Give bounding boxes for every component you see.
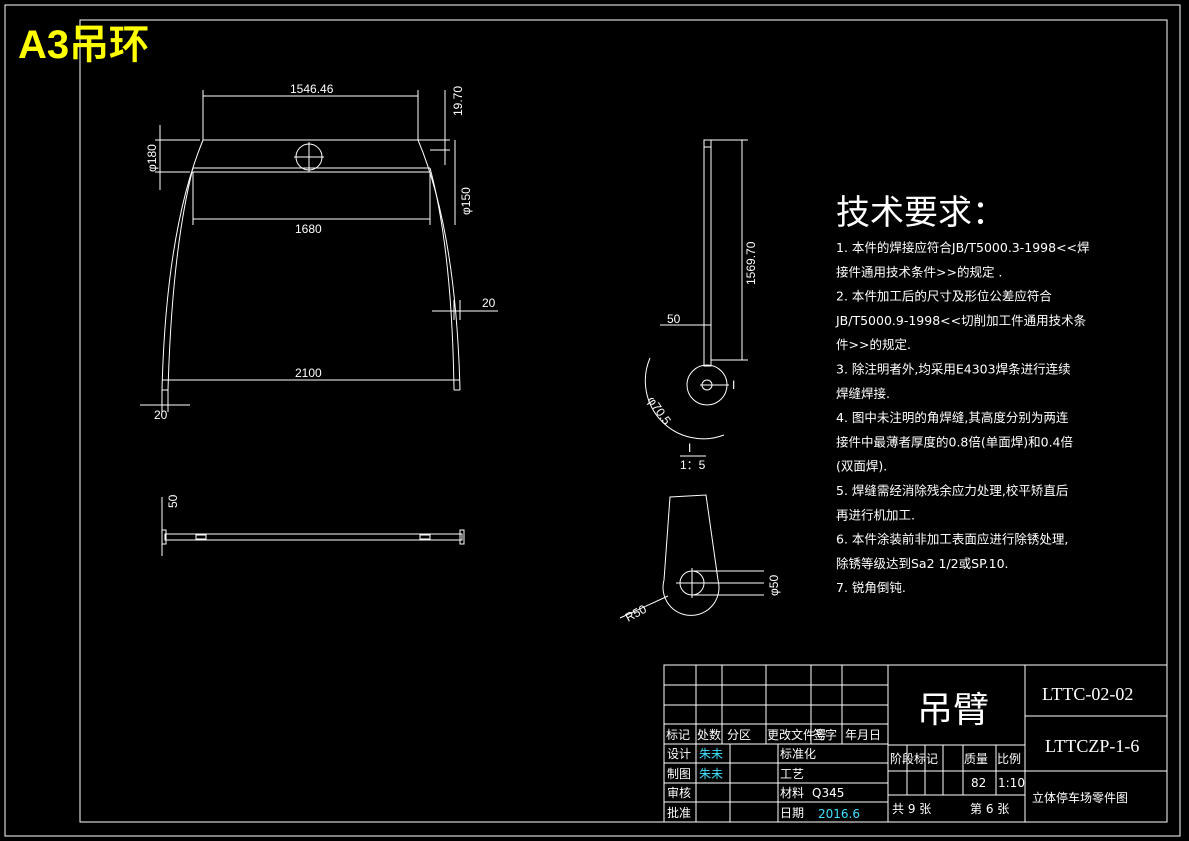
stage-label: 阶段标记 [890,751,938,766]
draw-name: 朱未 [699,767,723,781]
note-line: 再进行机加工. [836,507,915,522]
scale-value: 1:10 [998,776,1025,790]
drawing-number: LTTC-02-02 [1042,684,1133,704]
mass-value: 82 [971,776,986,790]
note-line: 除锈等级达到Sa2 1/2或SP.10. [836,556,1009,571]
dim-phi180: φ180 [145,144,159,172]
top-view [161,497,465,556]
detail-callout: I [732,378,735,392]
detail-scale: 1：5 [680,458,706,472]
note-line: 7. 锐角倒钝. [836,580,906,595]
dim-1546: 1546.46 [290,82,334,96]
dim-20-bottom: 20 [154,408,168,422]
mass-label: 质量 [964,752,988,766]
left-leg-inner [167,167,194,391]
material-value: Q345 [812,786,844,800]
dim-top-50: 50 [166,494,180,508]
part-name: 吊臂 [917,690,989,731]
note-line: 3. 除注明者外,均采用E4303焊条进行连续 [836,362,1071,377]
note-line: 焊缝焊接. [836,386,890,401]
draw-label: 制图 [667,767,691,781]
design-name: 朱未 [699,747,723,761]
side-view-dims: 1569.70 50 φ70.5 I [645,241,758,427]
dim-phi50: φ50 [767,575,781,596]
note-line: 2. 本件加工后的尺寸及形位公差应符合 [836,289,1052,304]
title-block [663,664,1168,823]
dim-20-right: 20 [482,296,496,310]
revision-header-cell: 年月日 [845,728,881,742]
notes-list: 1. 本件的焊接应符合JB/T5000.3-1998<<焊接件通用技术条件>>的… [835,240,1090,595]
side-view [644,139,748,440]
dim-2100: 2100 [295,366,322,380]
scale-label: 比例 [997,752,1021,766]
frame-border [79,19,1168,823]
note-line: 5. 焊缝需经消除残余应力处理,校平矫直后 [836,483,1068,498]
sheet-number: 第 6 张 [970,802,1009,816]
detail-view-dims: I 1：5 φ50 R50 [623,441,781,625]
front-view-dims: 1546.46 19.70 φ180 φ150 1680 20 2100 20 [145,82,496,422]
dim-19-70: 19.70 [451,86,465,116]
dim-side-50: 50 [667,312,681,326]
dim-r50: R50 [623,602,649,625]
dim-phi150: φ150 [459,187,473,215]
detail-view [619,455,764,619]
standardize-label: 标准化 [780,747,816,761]
dim-1680: 1680 [295,222,322,236]
approve-label: 批准 [667,805,691,820]
revision-header-cell: 标记 [666,728,690,742]
revision-header-cell: 签字 [813,727,837,742]
design-label: 设计 [667,747,691,761]
title-block-text: 吊臂 LTTC-02-02 LTTCZP-1-6 立体停车场零件图 标记处数分区… [666,684,1139,821]
front-view [140,90,498,412]
revision-header-cell: 分区 [727,728,751,742]
project-number: LTTCZP-1-6 [1045,736,1139,756]
sheet-label: A3吊环 [18,23,149,67]
note-line: 件>>的规定. [836,337,911,352]
note-line: JB/T5000.9-1998<<切削加工件通用技术条 [835,313,1087,328]
notes-title: 技术要求： [836,193,1006,233]
detail-label: I [688,441,691,455]
right-leg-outer [417,139,461,391]
outer-border [4,4,1181,837]
dim-1569: 1569.70 [744,241,758,285]
total-sheets: 共 9 张 [892,802,931,816]
date-label: 日期 [780,806,804,820]
process-label: 工艺 [780,767,804,781]
note-line: 接件通用技术条件>>的规定 . [836,264,1002,279]
revision-header-cell: 处数 [697,727,721,742]
note-line: 4. 图中未注明的角焊缝,其高度分别为两连 [836,410,1069,425]
description: 立体停车场零件图 [1032,790,1128,805]
check-label: 审核 [667,785,691,800]
left-leg-outer [161,139,204,391]
note-line: 1. 本件的焊接应符合JB/T5000.3-1998<<焊 [836,240,1090,255]
dim-phi70: φ70.5 [645,394,675,428]
date-value: 2016.6 [818,807,860,821]
note-line: 6. 本件涂装前非加工表面应进行除锈处理, [836,532,1068,547]
revision-header-cell: 更改文件号 [767,727,827,742]
note-line: (双面焊). [836,459,887,474]
material-label: 材料 [780,786,804,800]
right-leg-inner [429,167,455,391]
note-line: 接件中最薄者厚度的0.8倍(单面焊)和0.4倍 [836,434,1073,449]
